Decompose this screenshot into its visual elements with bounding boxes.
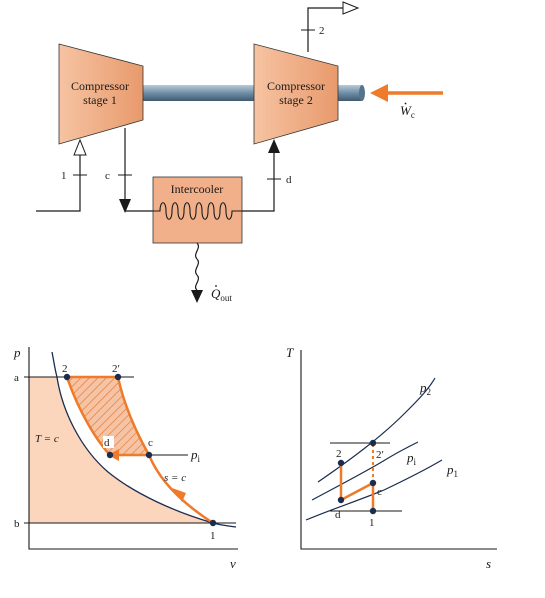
pv-point-2prime: 2′ [112, 363, 120, 375]
line-d: d [242, 139, 292, 212]
compressor-1-label-line2: stage 1 [83, 93, 117, 107]
pv-pi-label: pi [190, 447, 201, 464]
ts-isobar-p2 [317, 377, 436, 483]
pv-point-c: c [148, 437, 153, 449]
pv-shaded-region [29, 377, 213, 523]
ts-point-2prime: 2′ [376, 449, 384, 461]
inlet-stage-1: 1 [36, 138, 87, 212]
pv-isotherm [56, 376, 214, 524]
pv-isentrope-label: s = c [164, 472, 186, 484]
intercooler-label: Intercooler [171, 182, 224, 196]
work-label: Wc [400, 103, 415, 120]
ts-diagram: T s 2 2′ c d 1 p2 pi p1 [286, 345, 497, 571]
compressor-2-label-line2: stage 2 [279, 93, 313, 107]
ts-x-axis-label: s [486, 556, 491, 571]
ts-point-c: c [377, 486, 382, 498]
state-d-label: d [286, 174, 292, 186]
pv-label-a: a [14, 372, 19, 384]
pv-point-d: d [104, 437, 110, 449]
outlet-stage-2: 2 [301, 1, 360, 52]
ts-process-c-d [340, 481, 374, 502]
heat-label: Qout [211, 286, 232, 303]
pv-label-b: b [14, 518, 20, 530]
ts-label-p2: p2 [419, 380, 431, 397]
compressor-stage-2: Compressor stage 2 [253, 43, 339, 145]
pv-x-axis-label: v [230, 556, 236, 571]
ts-y-axis-label: T [286, 345, 294, 360]
pv-point-1: 1 [210, 530, 216, 542]
shaft-end [359, 85, 365, 101]
compressor-stage-1: Compressor stage 1 [58, 43, 144, 145]
pv-isentrope-arrow [172, 488, 186, 502]
compressor-2-label-line1: Compressor [267, 79, 325, 93]
ts-axes [300, 350, 497, 550]
work-input-arrow [370, 84, 443, 102]
pv-point-2: 2 [62, 363, 68, 375]
pv-y-axis-label: p [13, 345, 21, 360]
pv-isotherm-label: T = c [35, 433, 59, 445]
ts-isobar-p1 [305, 459, 443, 521]
ts-label-p1: p1 [446, 462, 458, 479]
ts-point-2: 2 [336, 448, 342, 460]
ts-point-1: 1 [369, 517, 375, 529]
pv-diagram: p v a b pi 2 2′ d [13, 345, 238, 571]
schematic: Compressor stage 1 Compressor stage 2 Wc… [36, 1, 443, 303]
state-c-label: c [105, 170, 110, 182]
pv-axes [28, 347, 238, 550]
ts-label-pi: pi [406, 450, 417, 467]
pv-hatched-area [67, 377, 149, 455]
ts-isobar-pi [311, 441, 419, 501]
intercooler: Intercooler [152, 176, 243, 244]
ts-point-d: d [335, 509, 341, 521]
heat-out [191, 242, 203, 303]
state-2-label: 2 [319, 25, 325, 37]
line-c: c [105, 128, 153, 213]
compressor-1-label-line1: Compressor [71, 79, 129, 93]
cooling-coil [153, 202, 242, 220]
state-1-label: 1 [61, 170, 67, 182]
